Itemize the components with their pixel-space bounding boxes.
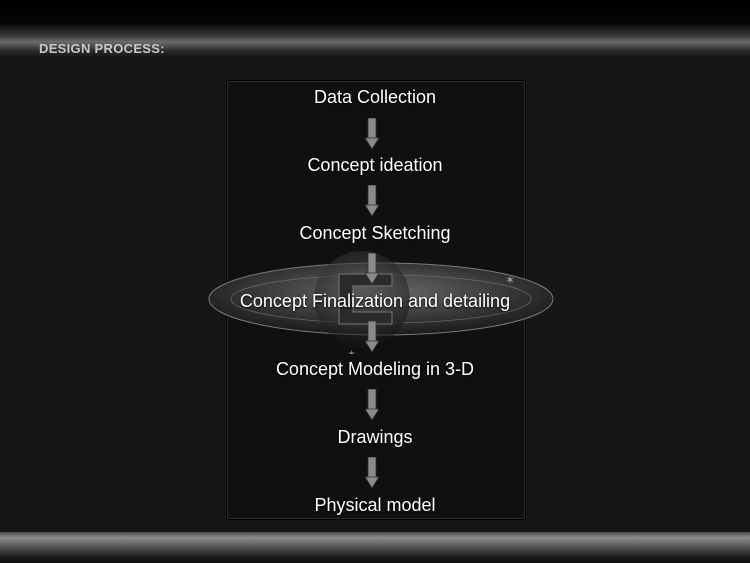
down-arrow-icon [365,253,379,285]
down-arrow-icon [365,389,379,421]
down-arrow-icon [365,321,379,353]
ringed-planet-logo: ✶ ✶ [208,251,554,354]
slide-title: DESIGN PROCESS: [39,41,165,56]
step-concept-sketching: Concept Sketching [299,223,451,243]
down-arrow-icon [365,118,379,150]
down-arrow-icon [365,185,379,217]
step-concept-ideation: Concept ideation [307,155,443,175]
svg-text:✶: ✶ [505,273,515,287]
step-physical-model: Physical model [314,495,436,515]
step-concept-finalization: Concept Finalization and detailing [239,291,511,311]
step-concept-modeling: Concept Modeling in 3-D [275,359,475,379]
step-data-collection: Data Collection [313,87,437,107]
step-drawings: Drawings [337,427,413,447]
down-arrow-icon [365,457,379,489]
top-gradient-band [0,0,750,58]
bottom-gradient-band [0,532,750,563]
svg-text:✶: ✶ [347,348,356,354]
